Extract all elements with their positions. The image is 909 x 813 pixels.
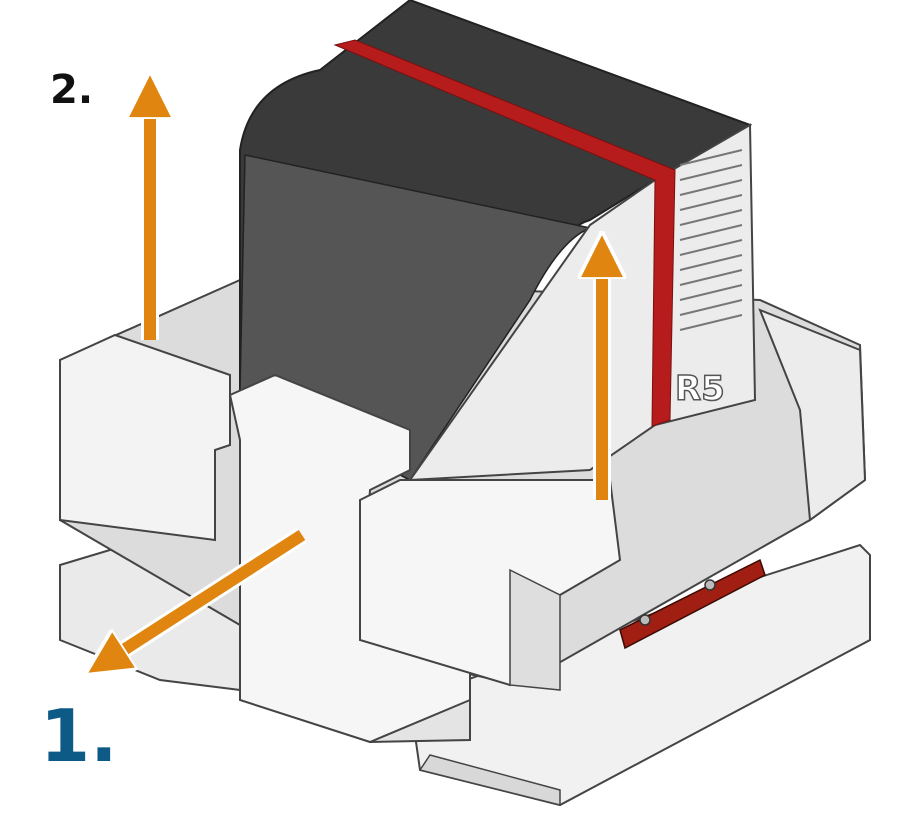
step-label-1: 1. [40,694,118,778]
device-marking: R5 [675,369,725,409]
step-label-2: 2. [50,67,94,113]
bolt-icon [704,579,716,591]
pull-arrow [105,529,306,662]
foam-left-block [59,333,231,542]
bolt-icon [639,614,651,626]
device-housing: R5 [239,0,757,482]
red-bracket [619,558,766,650]
foam-center-block [228,373,622,744]
vent-grille [679,149,743,331]
